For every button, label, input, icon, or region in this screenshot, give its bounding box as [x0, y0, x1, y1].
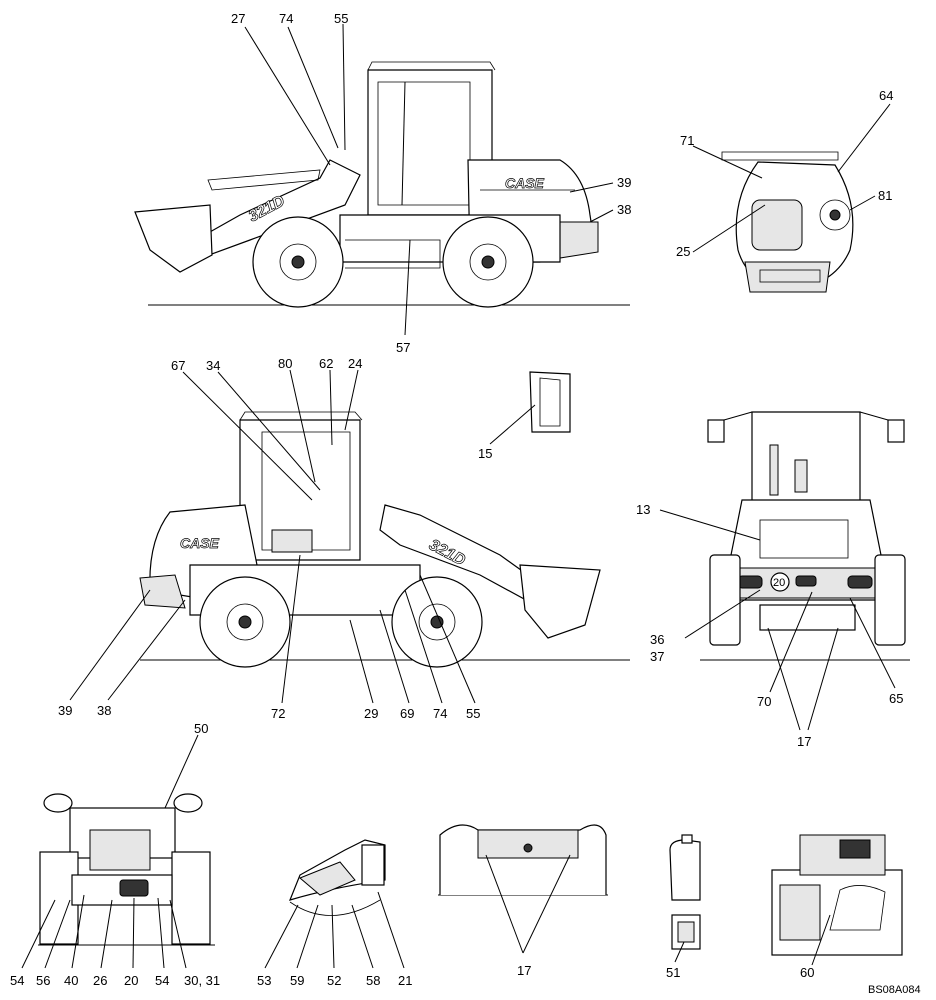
callout-label-29: 29 [364, 706, 378, 721]
callouts-cab-interior: 71 64 81 25 [676, 88, 893, 259]
callout-label-36: 36 [650, 632, 664, 647]
callout-label-64: 64 [879, 88, 893, 103]
callout-label-55-middle: 55 [466, 706, 480, 721]
callout-label-69: 69 [400, 706, 414, 721]
callout-label-37: 37 [650, 649, 664, 664]
loader-side-view-top: CASE 321D [134, 61, 630, 308]
callout-label-65: 65 [889, 691, 903, 706]
callout-label-54-left: 54 [10, 973, 24, 988]
callout-label-60: 60 [800, 965, 814, 980]
callout-label-13: 13 [636, 502, 650, 517]
callout-label-38: 38 [617, 202, 631, 217]
callout-label-55: 55 [334, 11, 348, 26]
engine-detail-view: 60 [771, 834, 903, 980]
reservoir-detail-view: 51 [666, 834, 701, 980]
callout-label-17-detail: 17 [517, 963, 531, 978]
callout-label-57: 57 [396, 340, 410, 355]
callout-label-30-31: 30, 31 [184, 973, 220, 988]
loader-front-view: 50 54 56 40 26 20 54 30, 31 [10, 721, 220, 988]
callouts-middle-view: 67 34 80 62 24 39 38 72 29 69 74 55 [58, 356, 480, 721]
callouts-rear-view: 13 36 37 70 65 17 [636, 502, 903, 749]
loader-side-view-middle: CASE 321D [139, 411, 630, 668]
tie-down-detail-view: 17 [438, 824, 608, 978]
case-hood-decal-middle: CASE [180, 535, 220, 551]
callout-label-24: 24 [348, 356, 362, 371]
callout-label-59: 59 [290, 973, 304, 988]
cab-interior-view [721, 151, 854, 293]
callout-label-81: 81 [878, 188, 892, 203]
callout-label-74: 74 [279, 11, 293, 26]
callout-label-62: 62 [319, 356, 333, 371]
callout-label-40: 40 [64, 973, 78, 988]
console-detail-view: 53 59 52 58 21 [257, 839, 412, 988]
callout-label-50: 50 [194, 721, 208, 736]
callout-label-52: 52 [327, 973, 341, 988]
callout-label-56: 56 [36, 973, 50, 988]
callout-label-51: 51 [666, 965, 680, 980]
callout-label-34: 34 [206, 358, 220, 373]
callout-label-39-middle: 39 [58, 703, 72, 718]
callout-label-53: 53 [257, 973, 271, 988]
callouts-top-view: 27 74 55 39 38 57 [231, 11, 631, 355]
callout-label-38-middle: 38 [97, 703, 111, 718]
figure-code: BS08A084 [868, 984, 921, 996]
bracket-detail-view: 15 [478, 371, 571, 461]
callout-label-70: 70 [757, 694, 771, 709]
callout-label-74-middle: 74 [433, 706, 447, 721]
speed-plate-decal: 20 [773, 577, 785, 589]
loader-rear-view: 20 [700, 411, 910, 661]
callout-label-72: 72 [271, 706, 285, 721]
case-hood-decal: CASE [505, 175, 545, 191]
callout-label-21: 21 [398, 973, 412, 988]
callout-label-20: 20 [124, 973, 138, 988]
callout-label-17: 17 [797, 734, 811, 749]
callout-label-54-right: 54 [155, 973, 169, 988]
callout-label-80: 80 [278, 356, 292, 371]
callout-label-67: 67 [171, 358, 185, 373]
callout-label-26: 26 [93, 973, 107, 988]
callout-label-58: 58 [366, 973, 380, 988]
callout-label-27: 27 [231, 11, 245, 26]
callout-label-39: 39 [617, 175, 631, 190]
callout-label-25: 25 [676, 244, 690, 259]
callout-label-15: 15 [478, 446, 492, 461]
callout-label-71: 71 [680, 133, 694, 148]
